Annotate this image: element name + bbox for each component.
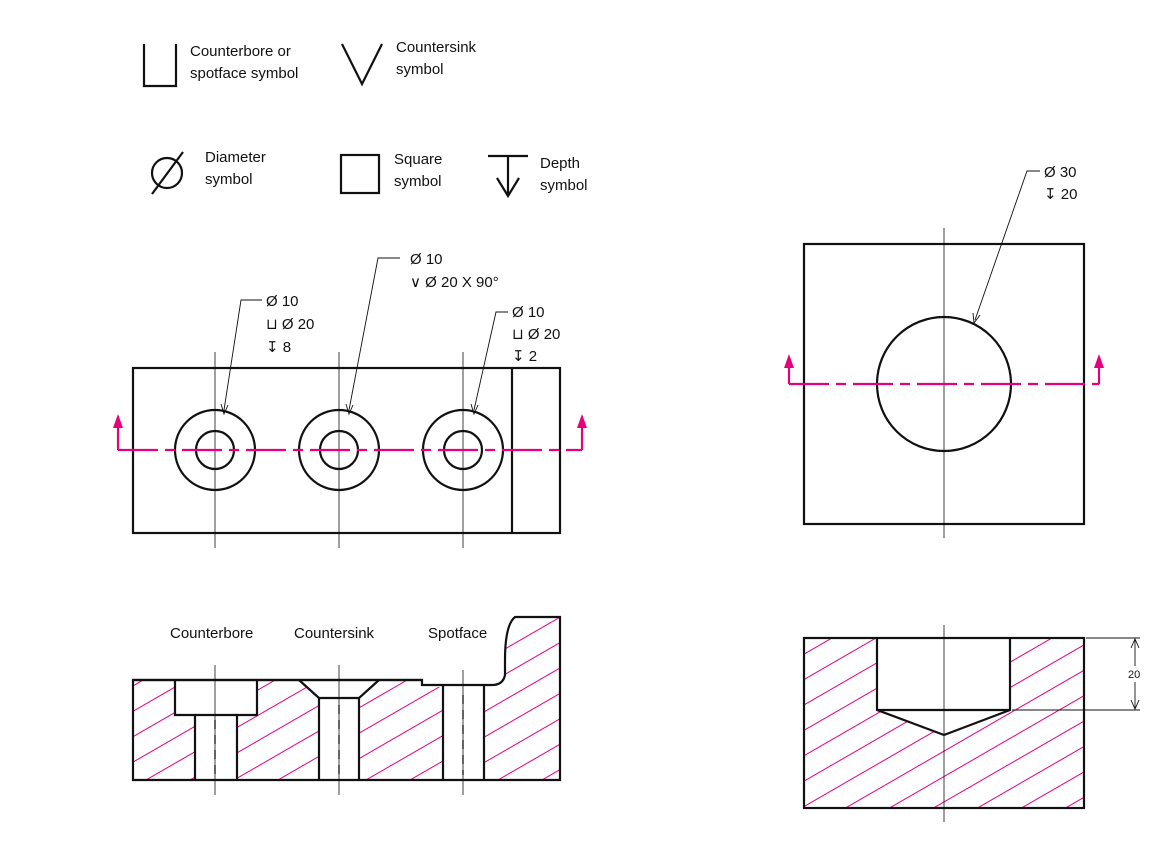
leader-counterbore: [220, 299, 262, 416]
callout-spotface-diameter: Ø 10: [512, 304, 545, 321]
section-label-spotface: Spotface: [428, 625, 487, 642]
legend-countersink-line2: symbol: [396, 61, 444, 78]
legend-countersink-line1: Countersink: [396, 39, 477, 56]
legend-counterbore-line2: spotface symbol: [190, 65, 298, 82]
section-label-countersink: Countersink: [294, 625, 375, 642]
callout-spotface-bore: ⊔ Ø 20: [512, 326, 560, 343]
leader-countersink: [345, 257, 400, 416]
section-hatching-right: [804, 638, 1084, 808]
callout-countersink-diameter: Ø 10: [410, 251, 443, 268]
legend-depth-line1: Depth: [540, 155, 580, 172]
callout-countersink-sink: ∨ Ø 20 X 90°: [410, 274, 499, 291]
legend-square-line2: symbol: [394, 173, 442, 190]
square-symbol-icon: [339, 153, 381, 195]
callout-spotface-depth: ↧ 2: [512, 348, 537, 365]
leader-blind-hole: [972, 170, 1040, 325]
callout-blind-hole-diameter: Ø 30: [1044, 164, 1077, 181]
countersink-symbol-icon: [341, 43, 383, 87]
section-view-blind-hole: 20: [802, 625, 1145, 822]
diameter-symbol-icon: [150, 151, 184, 195]
top-view-three-holes: Ø 10 ⊔ Ø 20 ↧ 8 Ø 10 ∨ Ø 20 X 90° Ø 10 ⊔…: [113, 251, 587, 548]
callout-counterbore-depth: ↧ 8: [266, 339, 291, 356]
cutting-plane-line-left: [113, 414, 587, 452]
legend-diameter-line2: symbol: [205, 171, 253, 188]
legend: Counterbore or spotface symbol Countersi…: [142, 39, 588, 199]
legend-diameter-line1: Diameter: [205, 149, 266, 166]
legend-depth-line2: symbol: [540, 177, 588, 194]
callout-counterbore-bore: ⊔ Ø 20: [266, 316, 314, 333]
callout-counterbore-diameter: Ø 10: [266, 293, 299, 310]
depth-dimension: 20: [1012, 637, 1145, 711]
leader-spotface: [470, 311, 508, 416]
counterbore-symbol-icon: [142, 44, 178, 88]
section-view-three-holes: Counterbore Countersink Spotface: [131, 615, 562, 795]
depth-symbol-icon: [488, 154, 528, 199]
section-label-counterbore: Counterbore: [170, 625, 253, 642]
legend-counterbore-line1: Counterbore or: [190, 43, 291, 60]
callout-blind-hole-depth: ↧ 20: [1044, 186, 1077, 203]
top-view-blind-hole: Ø 30 ↧ 20: [784, 164, 1104, 538]
legend-square-line1: Square: [394, 151, 442, 168]
cutting-plane-line-right: [784, 354, 1104, 386]
depth-dimension-value: 20: [1128, 669, 1140, 681]
